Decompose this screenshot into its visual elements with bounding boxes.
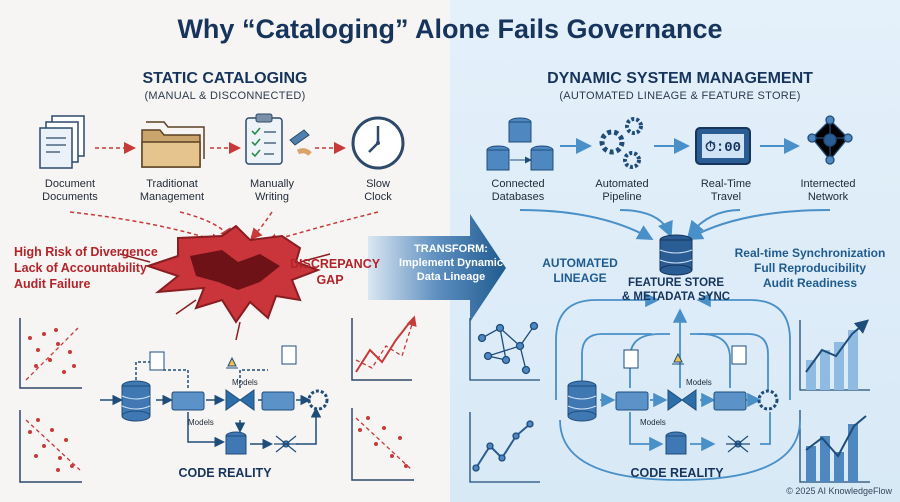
risk-item: Audit Failure	[14, 277, 91, 291]
right-subheading: (AUTOMATED LINEAGE & FEATURE STORE)	[559, 90, 801, 102]
models-label-bottom-right: Models	[640, 418, 666, 427]
right-line-chart-bottom	[469, 412, 540, 483]
document-icon	[731, 345, 747, 365]
clock-icon	[351, 116, 405, 170]
documents-icon	[39, 115, 85, 169]
models-label-top-right: Models	[686, 378, 712, 387]
models-label-bottom-left: Models	[188, 418, 214, 427]
process-block-icon	[171, 391, 205, 411]
python-icon	[226, 356, 238, 369]
gears-icon	[599, 117, 643, 169]
benefits-list: Real-time Synchronization Full Reproduci…	[722, 246, 898, 291]
risk-item: Lack of Accountability	[14, 261, 147, 275]
risk-item: High Risk of Divergence	[14, 245, 158, 259]
left-line-chart	[351, 315, 417, 381]
document-icon	[623, 349, 639, 369]
gear-icon	[757, 389, 779, 411]
digital-clock-icon: ⏱:00	[695, 127, 751, 165]
left-scatter-chart-bottom	[19, 410, 82, 483]
database-icon	[121, 380, 151, 422]
neural-network-icon	[726, 435, 750, 453]
discrepancy-gap-crack	[119, 224, 331, 341]
right-heading: DYNAMIC SYSTEM MANAGEMENT	[547, 70, 813, 87]
database-icon	[225, 431, 247, 455]
page-title: Why “Cataloging” Alone Fails Governance	[177, 14, 723, 44]
process-block-icon	[615, 391, 649, 411]
right-code-reality-label: CODE REALITY	[630, 466, 724, 480]
svg-text:⏱:00: ⏱:00	[705, 139, 741, 156]
models-label-top-left: Models	[232, 378, 258, 387]
document-icon	[281, 345, 297, 365]
gear-icon	[307, 389, 329, 411]
right-connector-arrows	[519, 138, 831, 240]
model-bowtie-icon	[225, 389, 255, 411]
python-icon	[672, 352, 684, 365]
database-icon	[567, 380, 597, 422]
right-pipeline	[555, 292, 801, 481]
benefit-item: Real-time Synchronization	[734, 246, 886, 260]
benefit-item: Audit Readiness	[762, 276, 858, 290]
benefit-item: Full Reproducibility	[753, 261, 866, 275]
process-block-icon	[261, 391, 295, 411]
right-network-chart	[469, 318, 540, 381]
model-bowtie-icon	[667, 389, 697, 411]
clipboard-writing-icon	[245, 113, 312, 165]
network-icon	[807, 115, 853, 165]
left-subheading: (MANUAL & DISCONNECTED)	[144, 90, 306, 102]
feature-store-icon	[659, 234, 693, 276]
right-bar-chart-bottom	[799, 410, 870, 483]
process-block-icon	[713, 391, 747, 411]
right-area-chart-top	[799, 319, 870, 391]
document-icon	[149, 351, 165, 371]
copyright-text: © 2025 AI KnowledgeFlow	[786, 486, 892, 496]
left-scatter-chart-right	[351, 408, 414, 481]
left-pipeline	[100, 345, 329, 455]
neural-network-icon	[274, 435, 298, 453]
left-heading: STATIC CATALOGING	[142, 70, 308, 87]
left-connector-arrows	[69, 142, 379, 246]
transform-arrow	[368, 214, 506, 322]
folders-icon	[141, 121, 205, 168]
risk-list: High Risk of Divergence Lack of Accounta…	[14, 244, 158, 292]
left-scatter-chart-top	[19, 318, 82, 389]
databases-icon	[486, 117, 554, 171]
database-icon	[665, 431, 687, 455]
feature-store-label: FEATURE STORE& METADATA SYNC	[621, 277, 731, 303]
left-code-reality-label: CODE REALITY	[178, 466, 272, 480]
